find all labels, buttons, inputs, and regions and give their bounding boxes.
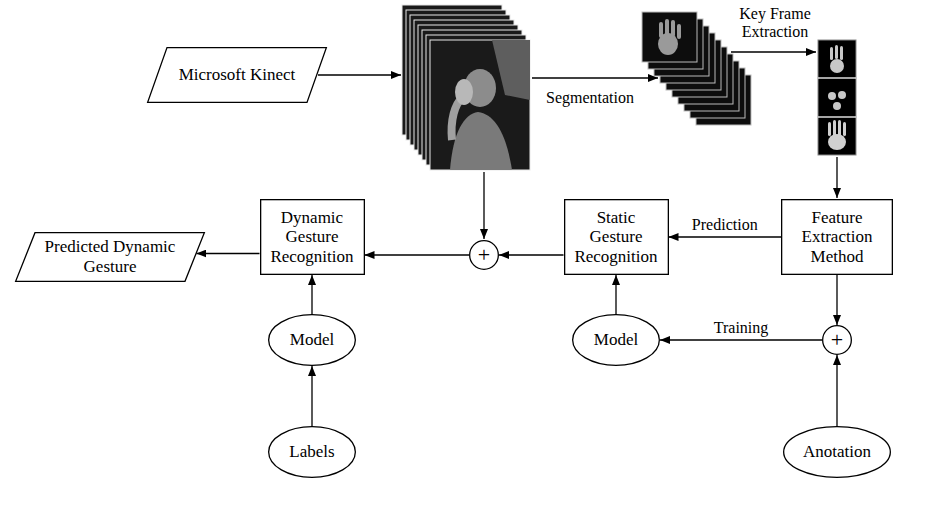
ellipse-border: [784, 427, 891, 478]
process-box: Static Gesture Recognition: [564, 199, 669, 275]
ellipse-border: [470, 241, 499, 270]
hand-finger: [838, 120, 841, 136]
person-arm: [452, 98, 462, 140]
process-box: Dynamic Gesture Recognition: [260, 199, 365, 275]
edge-label: Prediction: [690, 216, 760, 234]
hand-finger: [835, 45, 838, 59]
ellipse-border: [573, 315, 660, 366]
box-border: [260, 200, 364, 275]
key-frame-divider: [818, 116, 856, 118]
data-ellipse: Model: [268, 314, 356, 366]
flow-arrow: [483, 172, 484, 239]
hand-finger: [830, 47, 833, 60]
connector-arrow: [311, 366, 312, 426]
node-text: Dynamic Gesture Recognition: [265, 208, 360, 267]
connector-arrow: [365, 254, 470, 255]
box-border: [782, 200, 893, 275]
hand-finger: [677, 24, 681, 39]
key-frame-strip: [818, 40, 856, 155]
connector-arrow: [311, 275, 312, 314]
key-point: [833, 102, 841, 110]
connector-arrow: [499, 254, 564, 255]
segmented-frame: [642, 12, 697, 62]
ellipse-border: [269, 427, 356, 478]
connector-arrow: [615, 275, 616, 314]
key-point: [838, 91, 846, 99]
flow-arrow: [836, 157, 837, 198]
node-text: +: [831, 327, 843, 352]
depth-frame-stack: [402, 5, 530, 170]
ellipse-border: [823, 326, 852, 355]
person-body: [450, 112, 512, 170]
data-ellipse: Anotation: [783, 426, 891, 478]
connector-arrow: [669, 236, 782, 237]
step-label: Segmentation: [544, 89, 636, 107]
connector-arrow: [836, 275, 837, 325]
sum-circle: +: [469, 240, 499, 270]
ellipse-border: [269, 315, 356, 366]
io-parallelogram: Predicted Dynamic Gesture: [15, 232, 205, 282]
hand-finger: [833, 120, 836, 136]
connector-arrow: [196, 253, 259, 254]
key-point: [828, 92, 836, 100]
node-text: Predicted Dynamic Gesture: [40, 237, 180, 276]
node-text: Static Gesture Recognition: [569, 208, 664, 267]
node-text: Labels: [289, 442, 334, 462]
depth-frame: [430, 40, 530, 170]
io-parallelogram: Microsoft Kinect: [147, 47, 327, 103]
key-frame-column: [818, 40, 856, 155]
flow-arrow: [731, 51, 816, 52]
parallelogram-border: [16, 233, 205, 282]
node-text: Microsoft Kinect: [179, 65, 296, 85]
step-label: Key Frame Extraction: [733, 5, 817, 42]
data-ellipse: Model: [572, 314, 660, 366]
node-text: Model: [594, 330, 638, 350]
flow-arrow: [532, 77, 658, 78]
hand-palm: [828, 134, 846, 150]
node-text: +: [478, 242, 490, 267]
hand-finger: [843, 122, 846, 136]
flow-arrow: [318, 74, 401, 75]
sum-circle: +: [822, 325, 852, 355]
connector-arrow: [660, 339, 822, 340]
box-border: [564, 200, 668, 275]
hand-finger: [659, 22, 663, 38]
hand-palm: [830, 59, 844, 73]
process-box: Feature Extraction Method: [781, 199, 893, 275]
hand-finger: [828, 122, 831, 136]
hand-finger: [671, 20, 675, 37]
edge-label: Training: [712, 319, 771, 337]
hand-finger: [840, 46, 843, 60]
key-frame-divider: [818, 77, 856, 79]
node-text: Feature Extraction Method: [786, 208, 888, 267]
connector-arrow: [836, 355, 837, 426]
node-text: Anotation: [803, 442, 871, 462]
node-text: Model: [290, 330, 334, 350]
depth-background: [492, 40, 530, 100]
hand-finger: [665, 19, 669, 37]
data-ellipse: Labels: [268, 426, 356, 478]
person-hand: [455, 79, 473, 105]
parallelogram-border: [148, 48, 327, 103]
